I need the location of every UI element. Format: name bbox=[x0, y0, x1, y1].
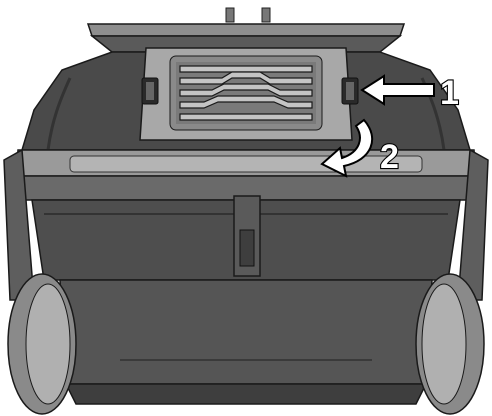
left-wheel bbox=[7, 273, 77, 415]
arrow-2-icon bbox=[320, 118, 374, 178]
arrow-1-icon bbox=[360, 74, 435, 106]
middle-band bbox=[15, 149, 477, 201]
callout-1-label: 1 bbox=[440, 74, 459, 112]
grille-panel bbox=[139, 47, 359, 141]
right-wheel bbox=[415, 273, 485, 415]
side-handles bbox=[3, 148, 489, 301]
lid bbox=[86, 7, 406, 53]
lower-body bbox=[31, 195, 461, 281]
bottom-tank bbox=[59, 279, 433, 405]
callout-2-label: 2 bbox=[380, 138, 399, 176]
